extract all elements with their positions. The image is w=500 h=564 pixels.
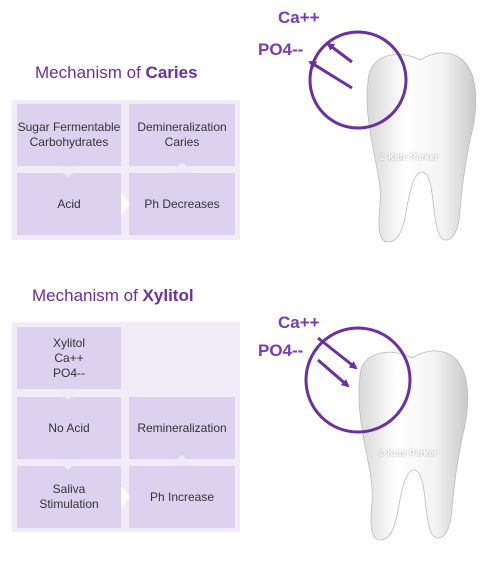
xylitol-ion-calcium: Ca++ xyxy=(278,313,320,332)
arrow-right-icon xyxy=(121,486,130,508)
flow-box-xylitol-label: Xylitol Ca++ PO4-- xyxy=(52,335,85,380)
flow-box-saliva-label: Saliva Stimulation xyxy=(39,482,99,511)
flow-box-acid-label: Acid xyxy=(57,196,81,211)
tooth-xylitol-illustration xyxy=(304,326,469,541)
arrow-up-icon xyxy=(170,455,194,466)
arrow-up-icon xyxy=(170,162,194,173)
caries-watermark: © Kate Parker xyxy=(379,152,439,162)
arrow-right-icon xyxy=(121,193,130,215)
caries-ion-phosphate: PO4-- xyxy=(258,40,304,59)
arrow-down-icon xyxy=(56,389,80,400)
flow-box-remineralization-label: Remineralization xyxy=(137,420,227,435)
flow-box-xylitol: Xylitol Ca++ PO4-- xyxy=(17,327,121,389)
flow-box-demineralization-label: Demineralization Caries xyxy=(137,120,227,149)
xylitol-title-prefix: Mechanism of xyxy=(32,286,143,305)
flow-box-remineralization: Remineralization xyxy=(129,397,235,459)
flow-box-demineralization: Demineralization Caries xyxy=(129,104,235,166)
caries-ion-calcium: Ca++ xyxy=(278,8,320,27)
caries-title-prefix: Mechanism of xyxy=(35,63,146,82)
caries-title-emphasis: Caries xyxy=(145,63,198,82)
xylitol-watermark: © Kate Parker xyxy=(378,448,438,458)
flow-box-ph-decreases-label: Ph Decreases xyxy=(144,196,220,211)
tooth-caries-illustration xyxy=(308,30,477,243)
caries-title: Mechanism of Caries xyxy=(35,63,198,83)
flow-box-acid: Acid xyxy=(17,173,121,235)
flow-box-sugar: Sugar Fermentable Carbohydrates xyxy=(17,104,121,166)
flow-box-ph-decreases: Ph Decreases xyxy=(129,173,235,235)
flow-box-sugar-label: Sugar Fermentable Carbohydrates xyxy=(17,120,121,149)
flow-box-ph-increase-label: Ph Increase xyxy=(149,489,215,504)
xylitol-ion-phosphate: PO4-- xyxy=(258,341,304,360)
xylitol-title: Mechanism of Xylitol xyxy=(32,286,194,306)
xylitol-title-emphasis: Xylitol xyxy=(142,286,194,305)
flow-box-no-acid-label: No Acid xyxy=(48,420,90,435)
arrow-down-icon xyxy=(56,166,80,177)
flow-box-ph-increase: Ph Increase xyxy=(129,466,235,528)
flow-box-saliva: Saliva Stimulation xyxy=(17,466,121,528)
flow-box-no-acid: No Acid xyxy=(17,397,121,459)
arrow-down-icon xyxy=(56,459,80,470)
